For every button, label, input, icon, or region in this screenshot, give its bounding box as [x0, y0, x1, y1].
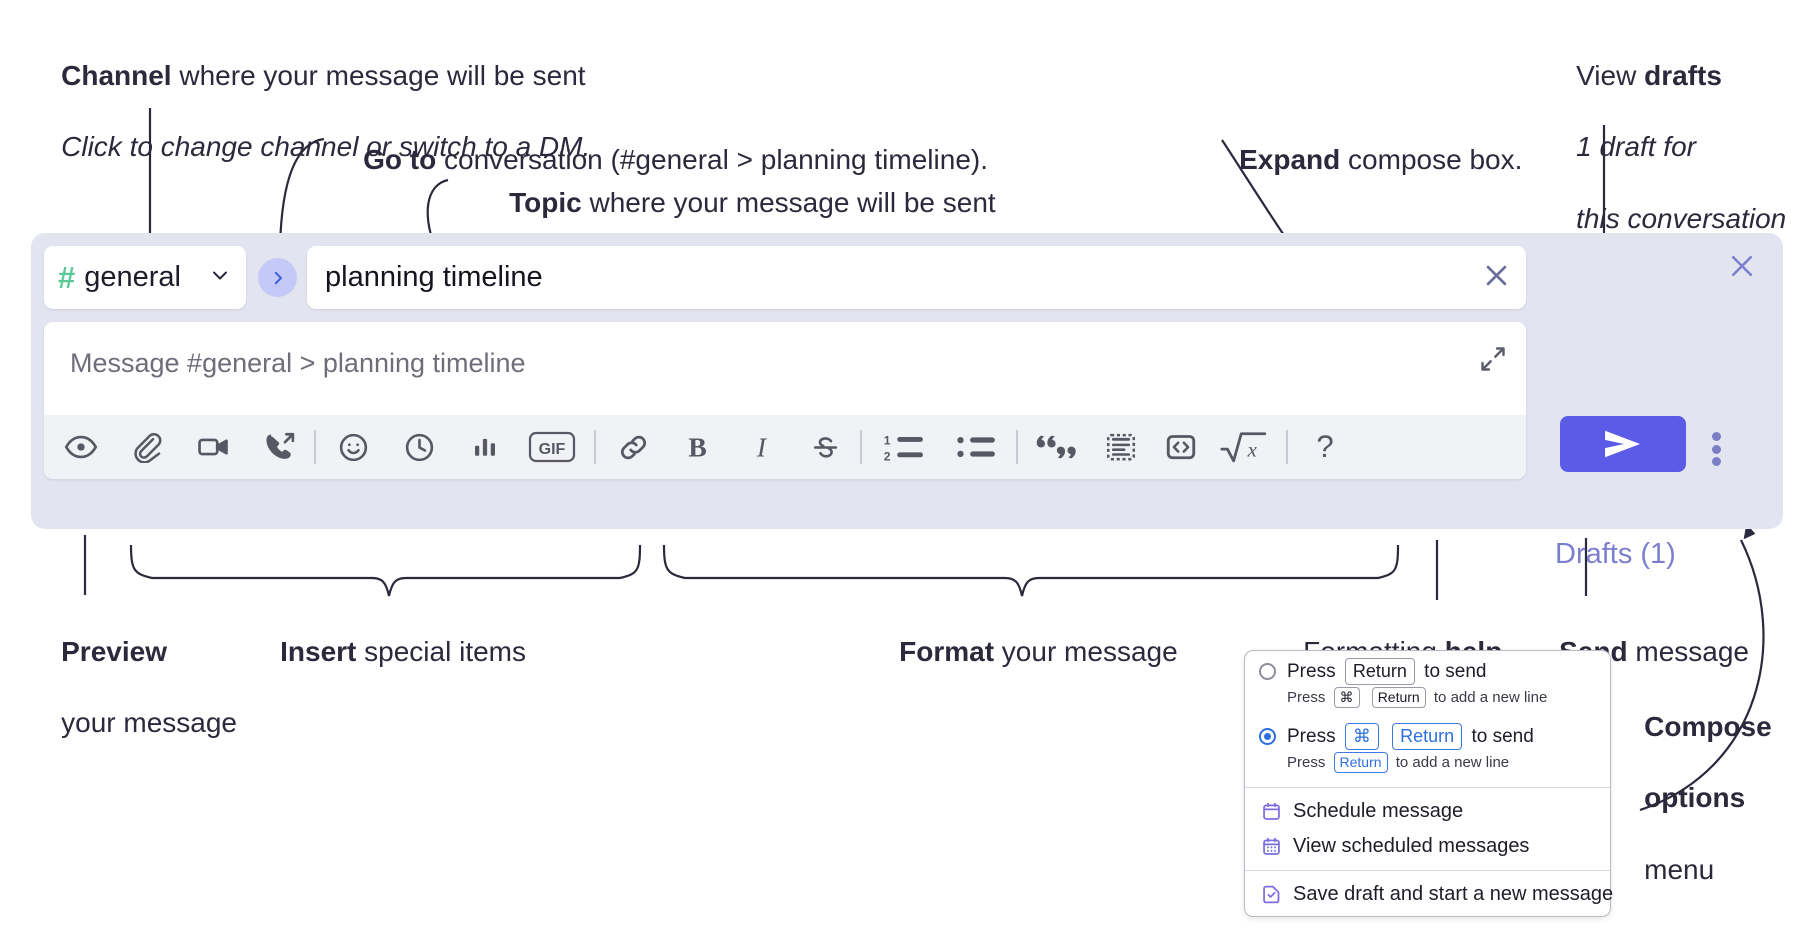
- radio-unselected[interactable]: [1259, 662, 1276, 680]
- menu-radio-option-2[interactable]: Press ⌘ Return to send: [1245, 716, 1610, 752]
- italic-icon[interactable]: I: [740, 426, 782, 468]
- kebab-dot-2: [1711, 444, 1721, 454]
- strikethrough-icon[interactable]: [804, 426, 846, 468]
- toolbar-divider-4: [1016, 430, 1018, 464]
- compose-options-menu: Press Return to send Press ⌘ Return to a…: [1244, 650, 1614, 917]
- blockquote-icon[interactable]: [1034, 426, 1082, 468]
- calendar-icon: [1259, 801, 1283, 822]
- key-return: Return: [1371, 686, 1426, 708]
- clock-icon[interactable]: [398, 426, 440, 468]
- expand-icon[interactable]: [1479, 345, 1507, 378]
- calendar-grid-icon: [1259, 836, 1283, 857]
- radio-selected[interactable]: [1259, 727, 1276, 745]
- annotation-topic: Topic where your message will be sent: [509, 186, 996, 218]
- key-command: ⌘: [1333, 686, 1360, 708]
- drafts-link[interactable]: Drafts (1): [1555, 538, 1676, 570]
- svg-text:1: 1: [884, 433, 891, 447]
- message-input[interactable]: Message #general > planning timeline: [44, 322, 1526, 415]
- goto-conversation-button[interactable]: [258, 258, 297, 297]
- topic-value: planning timeline: [325, 261, 543, 293]
- formatting-toolbar: GIF B I: [44, 415, 1526, 479]
- svg-text:x: x: [1247, 440, 1258, 462]
- code-block-icon[interactable]: [1100, 426, 1142, 468]
- menu-item-label: View scheduled messages: [1293, 835, 1530, 857]
- annotation-compose-options: Compose options menu: [1644, 710, 1772, 886]
- clear-topic-icon[interactable]: [1481, 260, 1512, 296]
- hash-icon: #: [58, 260, 76, 295]
- gif-icon[interactable]: GIF: [526, 426, 578, 468]
- key-return: Return: [1333, 751, 1388, 773]
- close-icon[interactable]: [1727, 251, 1757, 286]
- compose-panel: Drafts (1) # general planning timeline: [31, 233, 1783, 570]
- key-command: ⌘: [1344, 723, 1379, 750]
- annotation-preview: Preview your message: [61, 635, 237, 739]
- help-icon[interactable]: ?: [1304, 426, 1346, 468]
- channel-row: # general planning timeline: [44, 246, 1526, 309]
- annotation-format: Format your message: [899, 635, 1178, 667]
- code-icon[interactable]: [1160, 426, 1202, 468]
- menu-item-view-scheduled[interactable]: View scheduled messages: [1245, 829, 1610, 864]
- channel-name: general: [84, 261, 181, 293]
- bold-icon[interactable]: B: [676, 426, 718, 468]
- save-draft-icon: [1259, 884, 1283, 905]
- menu-radio-option-1[interactable]: Press Return to send: [1245, 651, 1610, 687]
- annotation-expand: Expand compose box.: [1239, 143, 1523, 175]
- menu-item-label: Save draft and start a new message: [1293, 883, 1614, 905]
- chevron-right-icon: [274, 271, 282, 284]
- svg-text:GIF: GIF: [539, 441, 566, 458]
- equation-icon[interactable]: x: [1216, 426, 1272, 468]
- emoji-icon[interactable]: [332, 426, 374, 468]
- option-1-text: Press Return to send: [1287, 658, 1487, 685]
- message-card: Message #general > planning timeline: [44, 322, 1526, 479]
- annotation-channel-line1: Channel where your message will be sent: [61, 59, 586, 91]
- link-icon[interactable]: [612, 426, 654, 468]
- chevron-down-icon: [208, 263, 232, 292]
- video-icon[interactable]: [192, 426, 234, 468]
- menu-item-label: Schedule message: [1293, 800, 1464, 822]
- key-return: Return: [1344, 658, 1415, 685]
- key-return: Return: [1392, 723, 1463, 750]
- bulleted-list-icon[interactable]: [952, 426, 1002, 468]
- option-2-text: Press ⌘ Return to send: [1287, 723, 1534, 750]
- annotation-drafts: View drafts 1 draft for this conversatio…: [1576, 59, 1787, 235]
- toolbar-divider-2: [594, 430, 596, 464]
- annotation-channel-line2: Click to change channel or switch to a D…: [61, 131, 591, 163]
- poll-icon[interactable]: [464, 426, 506, 468]
- kebab-dot-3: [1711, 457, 1721, 466]
- channel-selector[interactable]: # general: [44, 246, 246, 309]
- topic-field[interactable]: planning timeline: [307, 246, 1526, 309]
- compose-options-button[interactable]: [1706, 427, 1726, 471]
- menu-divider-1: [1245, 787, 1610, 788]
- menu-item-schedule-message[interactable]: Schedule message: [1245, 794, 1610, 829]
- attachment-icon[interactable]: [126, 426, 168, 468]
- annotation-insert: Insert special items: [280, 635, 526, 667]
- toolbar-divider: [314, 430, 316, 464]
- menu-sub-1: Press ⌘ Return to add a new line: [1245, 686, 1610, 717]
- menu-item-save-draft[interactable]: Save draft and start a new message: [1245, 877, 1614, 916]
- menu-divider-2: [1245, 870, 1610, 871]
- toolbar-divider-3: [860, 430, 862, 464]
- menu-sub-2: Press Return to add a new line: [1245, 751, 1610, 782]
- send-button[interactable]: [1560, 416, 1686, 472]
- svg-text:2: 2: [884, 450, 891, 464]
- huddle-icon[interactable]: [258, 426, 300, 468]
- message-placeholder: Message #general > planning timeline: [70, 348, 526, 378]
- svg-text:I: I: [755, 431, 767, 462]
- toolbar-divider-5: [1286, 430, 1288, 464]
- svg-text:?: ?: [1316, 430, 1333, 464]
- svg-text:B: B: [688, 431, 706, 462]
- annotation-goto: Go to conversation (#general > planning …: [363, 143, 988, 175]
- send-icon: [1605, 430, 1640, 458]
- preview-icon[interactable]: [60, 426, 102, 468]
- annotation-channel: Channel where your message will be sent …: [30, 22, 590, 201]
- kebab-dot-1: [1711, 432, 1721, 441]
